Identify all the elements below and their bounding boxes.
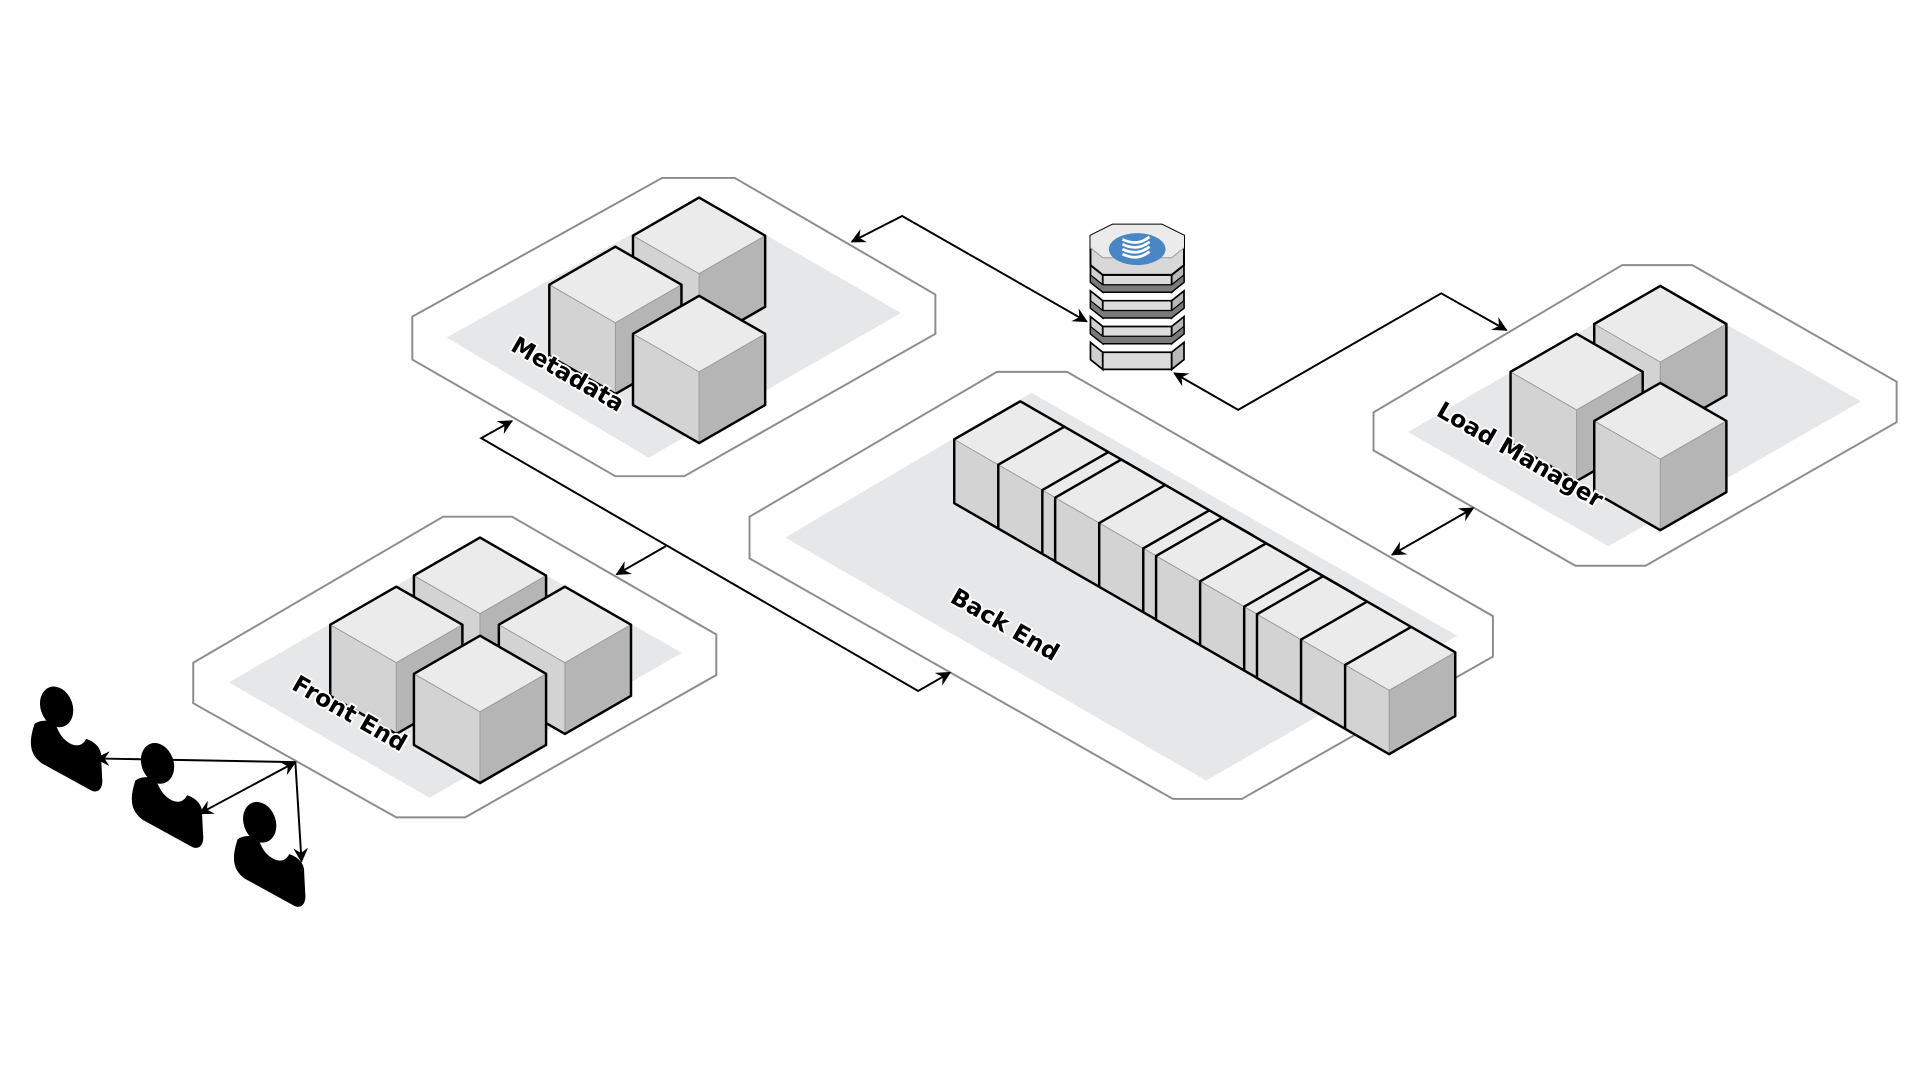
- connector-database-metadata[interactable]: [850, 214, 1088, 323]
- front-end-server-4[interactable]: [412, 634, 548, 785]
- database-layer-band: [1089, 299, 1185, 319]
- server-left-face: [1510, 371, 1577, 482]
- connector-front-end-user-1[interactable]: [94, 751, 296, 767]
- server-outline: [1509, 332, 1644, 483]
- server-left-face: [1156, 555, 1289, 696]
- database-badge-stripe: [1121, 235, 1151, 244]
- metadata-servers: [548, 196, 767, 445]
- server-right-face: [1389, 652, 1456, 755]
- server-left-face: [549, 284, 616, 394]
- database-badge-stripe: [1121, 240, 1151, 249]
- user-body: [30, 720, 103, 792]
- back-end-servers: [952, 400, 1457, 756]
- database-layer-face: [1170, 340, 1185, 372]
- server-outline: [548, 245, 683, 396]
- database-icon: [1108, 233, 1166, 266]
- server-right-face: [1660, 420, 1727, 531]
- server-left-face: [954, 439, 1087, 580]
- database-badge: [1108, 233, 1166, 266]
- server-left-face: [632, 333, 700, 444]
- user-head: [39, 686, 74, 728]
- zone-metadata[interactable]: Metadata: [411, 176, 937, 478]
- user-head: [140, 743, 175, 784]
- users: [30, 682, 306, 907]
- database-layer-face: [1089, 340, 1104, 372]
- database-layer-band: [1089, 273, 1185, 293]
- user-body: [131, 777, 204, 848]
- server-outline: [1592, 381, 1728, 532]
- server-left-face: [413, 673, 480, 783]
- server-segment-divider: [1242, 567, 1311, 671]
- connector-metadata-back-end[interactable]: [479, 420, 952, 693]
- database-badge-stripe: [1121, 245, 1151, 254]
- back-end-server-rack-4[interactable]: [1255, 574, 1457, 756]
- server-segment-divider: [997, 425, 1065, 529]
- server-segment-divider: [1299, 600, 1368, 704]
- connector-database-load-manager[interactable]: [1173, 292, 1508, 412]
- database-layer-face: [1101, 351, 1173, 371]
- server-left-face: [330, 624, 397, 734]
- database[interactable]: [1089, 223, 1185, 372]
- user-icon[interactable]: [233, 797, 306, 907]
- database-badge-stripe: [1121, 250, 1151, 259]
- connector-to-front-end[interactable]: [615, 545, 667, 576]
- server-outline: [328, 585, 464, 736]
- user-head: [243, 801, 277, 843]
- load-manager-server-3[interactable]: [1592, 381, 1728, 532]
- connector-load-manager-back-end[interactable]: [1390, 507, 1475, 556]
- server-right-face: [699, 333, 766, 444]
- server-segment-divider: [1343, 625, 1412, 729]
- server-segment-divider: [1198, 542, 1267, 646]
- server-left-face: [1594, 420, 1661, 531]
- server-segment-divider: [1142, 509, 1210, 613]
- server-outline: [1255, 574, 1457, 756]
- server-segment-divider: [1041, 450, 1110, 554]
- server-top-face: [1256, 576, 1456, 691]
- server-top-face: [413, 635, 547, 712]
- connector-front-end-user-3[interactable]: [293, 762, 309, 863]
- user-icon[interactable]: [131, 738, 204, 848]
- server-left-face: [1256, 614, 1390, 755]
- load-manager-servers: [1509, 284, 1728, 532]
- connectors: [94, 214, 1508, 863]
- server-left-face: [1055, 497, 1188, 638]
- server-top-face: [413, 537, 547, 614]
- user-icon[interactable]: [30, 682, 103, 792]
- connector-front-end-user-2[interactable]: [198, 761, 297, 815]
- server-right-face: [480, 673, 547, 783]
- user-body: [233, 835, 306, 907]
- server-segment-divider: [1097, 483, 1166, 587]
